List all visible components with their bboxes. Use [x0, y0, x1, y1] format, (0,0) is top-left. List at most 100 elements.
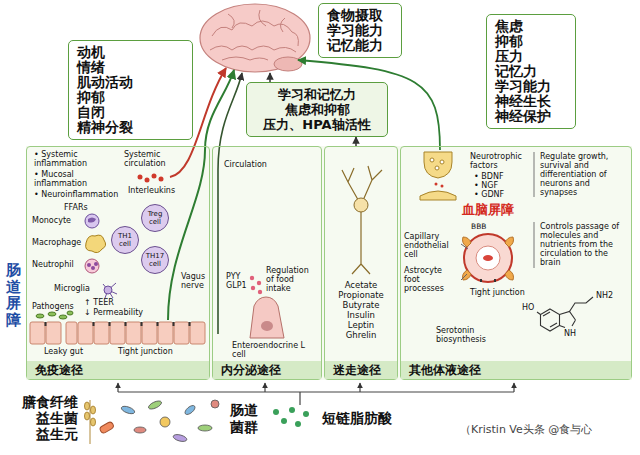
serotonin-structure	[543, 312, 557, 327]
input-label: 短链脂肪酸	[322, 410, 392, 427]
text-label: Neutrophil	[32, 260, 74, 269]
fiber-icon	[85, 400, 115, 444]
microglia-icon	[103, 283, 117, 298]
neuron-icon	[342, 166, 382, 274]
text-label: • GDNF	[474, 190, 504, 199]
panel-title: 内分泌途径	[213, 361, 321, 379]
text-label: PYY GLP1	[226, 272, 248, 290]
text-label: ↓ Permeability	[84, 308, 143, 317]
fiber-icon	[85, 412, 90, 420]
hormone-dots	[250, 276, 262, 294]
input-label: 肠道菌群	[230, 402, 260, 436]
interleukin-dots	[159, 177, 164, 182]
bbb-icon	[461, 244, 468, 280]
gut-epithelium	[110, 322, 125, 344]
text-label: Regulation of food intake	[266, 266, 318, 293]
tight-junction-mark	[125, 322, 127, 326]
fiber-icon	[85, 402, 90, 410]
pathogen-icon	[67, 311, 73, 315]
text-label: Acetate Propionate Butyrate Insulin Lept…	[330, 280, 392, 340]
text-label: Astrocyte foot processes	[404, 266, 460, 293]
panel-title: 免疫途径	[27, 361, 209, 379]
outcome-box: 食物摄取 学习能力 记忆能力	[318, 3, 402, 58]
pathogen-icon	[36, 314, 44, 318]
neutrophil-icon	[87, 263, 91, 267]
outcome-box: 学习和记忆力 焦虑和抑郁 压力、HPA轴活性	[246, 82, 388, 137]
gut-epithelium	[30, 322, 45, 344]
scfa-connector	[118, 383, 514, 405]
scfa-connector	[513, 383, 514, 392]
hormone-dots	[257, 281, 261, 285]
pathway-ground	[26, 146, 632, 380]
pathway-panel: 迷走途径	[324, 146, 398, 380]
hormone-dots	[250, 276, 254, 280]
scfa-dots	[289, 407, 295, 413]
fiber-icon	[91, 418, 96, 426]
interleukin-dots	[145, 178, 150, 183]
bacteria-icon	[172, 433, 187, 442]
interleukin-dots	[138, 175, 143, 180]
gut-epithelium	[30, 322, 205, 344]
monocyte-icon	[88, 218, 96, 223]
text-label: Capillary endothelial cell	[404, 232, 460, 259]
neutrophil-icon	[85, 259, 99, 273]
text-label: ↑ TEER	[84, 298, 114, 307]
t-cell-circle: TH17 cell	[141, 246, 169, 274]
brain-illustration	[228, 10, 285, 32]
cell-label: TH17 cell	[142, 252, 168, 268]
bacteria-icon	[183, 404, 196, 416]
scfa-connector	[117, 383, 118, 392]
tight-junction-mark	[45, 322, 191, 326]
circulation-line	[218, 73, 242, 334]
outcome-box: 焦虑 抑郁 压力 记忆力 学习能力 神经生长 神经保护	[486, 14, 576, 129]
brain-illustration	[212, 21, 298, 46]
text-label: • Neuroinflammation	[34, 190, 118, 199]
fiber-icon	[91, 406, 96, 414]
l-cell-icon	[250, 297, 284, 338]
gut-epithelium	[158, 322, 173, 344]
text-label: • BDNF	[474, 172, 504, 181]
serotonin-structure	[537, 297, 593, 331]
gut-epithelium	[66, 322, 77, 344]
bbb-icon	[461, 234, 514, 282]
brain-illustration	[274, 57, 302, 71]
cell-label: Treg cell	[142, 210, 168, 226]
fiber-icon	[99, 421, 115, 434]
text-label: FFARs	[64, 203, 88, 212]
panel-title: 迷走途径	[325, 361, 397, 379]
synapse-icon	[424, 152, 452, 178]
tight-junction-mark	[109, 322, 111, 326]
serotonin-structure	[541, 309, 560, 331]
microglia-icon	[104, 286, 112, 294]
pathway-panel: 其他体液途径	[400, 146, 632, 380]
scfa-dots	[273, 407, 309, 427]
chem-label: HO	[522, 303, 534, 312]
text-label: Circulation	[224, 160, 267, 169]
barrier-label: 血脑屏障	[462, 202, 514, 218]
scfa-dots	[281, 418, 287, 424]
text-label: Vagus nerve	[181, 272, 208, 290]
monocyte-icon	[85, 214, 99, 228]
text-label: Monocyte	[32, 216, 71, 225]
bacteria-icon	[134, 427, 146, 433]
text-label: Interleukins	[128, 186, 175, 195]
text-label: Macrophage	[32, 238, 81, 247]
node-text: 动机 情绪 肌动活动 抑郁 自闭 精神分裂	[77, 45, 161, 135]
synapse-icon	[441, 185, 444, 188]
bbb-icon	[481, 279, 495, 282]
gut-epithelium	[190, 322, 205, 344]
bacteria-icon	[198, 425, 212, 431]
chem-label: NH	[564, 329, 576, 338]
bracket-line	[534, 152, 535, 268]
gut-epithelium	[126, 322, 141, 344]
text-label: Tight junction	[470, 288, 525, 297]
serotonin-structure	[560, 312, 576, 328]
bbb-icon	[483, 255, 493, 261]
bacteria-icon	[120, 405, 135, 415]
text-label: Regulate growth, survival and differenti…	[540, 152, 628, 197]
text-label: Leaky gut	[44, 347, 83, 356]
hormone-dots	[258, 290, 262, 294]
macrophage-icon	[86, 235, 106, 253]
pathogen-icon	[59, 315, 67, 319]
gut-epithelium	[78, 322, 93, 344]
